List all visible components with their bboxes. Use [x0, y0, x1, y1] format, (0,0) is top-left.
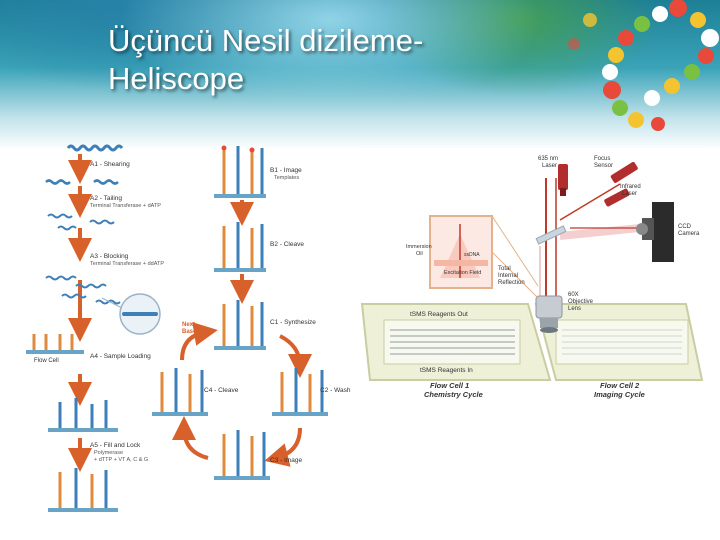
helix-beads — [568, 0, 719, 131]
b2-cleave — [214, 222, 266, 272]
b1-templates — [214, 145, 266, 198]
objective-label2: Objective — [568, 299, 594, 305]
immersion-oil-label: Immersion — [406, 244, 432, 250]
c1-synthesize — [214, 300, 266, 350]
flow-cell-2-sublabel: Imaging Cycle — [594, 390, 645, 399]
flow-cell-1-label: Flow Cell 1 — [430, 381, 469, 390]
tir-label: Total — [498, 266, 511, 272]
laser-635nm — [558, 164, 568, 196]
infrared-laser-label: Infrared — [620, 184, 641, 190]
step-a3-sublabel: Terminal Transferase + ddATP — [90, 261, 164, 267]
a2-tailed-fragments — [47, 213, 115, 231]
ccd-camera — [636, 202, 674, 262]
step-b1-sublabel: Templates — [274, 175, 299, 181]
flow-cell-1-sublabel: Chemistry Cycle — [424, 390, 483, 399]
c2-wash — [272, 368, 328, 416]
ccd-camera-label2: Camera — [678, 231, 700, 237]
sequencing-workflow-diagram: A1 - Shearing A2 - Tailing Terminal Tran… — [26, 144, 351, 512]
flow-cell-2 — [534, 303, 704, 381]
excitation-field-label: Excitation Field — [444, 270, 481, 276]
tir-label3: Reflection — [498, 280, 525, 286]
infrared-laser — [604, 188, 630, 207]
step-c4-label: C4 - Cleave — [204, 387, 239, 394]
step-b2-label: B2 - Cleave — [270, 241, 304, 248]
objective-label3: Lens — [568, 306, 581, 312]
infrared-laser-label2: Laser — [622, 191, 637, 197]
step-b1-label: B1 - Image — [270, 167, 302, 174]
a1-dna-strand — [66, 144, 124, 152]
step-a2-sublabel: Terminal Transferase + dATP — [90, 203, 161, 209]
a5-locked-strands — [48, 468, 118, 512]
heliscope-instrument-diagram: tSMS Reagents Out tSMS Reagents In Flow … — [360, 148, 704, 404]
ccd-camera-label: CCD — [678, 224, 692, 230]
dichroic-mirror — [535, 225, 567, 245]
c4-cleave — [152, 368, 208, 416]
a4-loaded-strands — [48, 398, 118, 432]
focus-sensor-label: Focus — [594, 156, 610, 162]
objective-label: 60X — [568, 292, 579, 298]
c1-to-c2-arrow — [279, 334, 312, 378]
flow-cell-1 — [360, 303, 552, 381]
flow-cell-label: Flow Cell — [34, 358, 59, 364]
magnifier-inset — [101, 293, 161, 335]
laser-635-label2: Laser — [542, 163, 557, 169]
header-background — [0, 0, 720, 150]
tir-inset — [429, 215, 539, 299]
focus-sensor — [610, 161, 638, 183]
laser-635-label: 635 nm — [538, 156, 558, 162]
slide-title: Üçüncü Nesil dizileme- Heliscope — [108, 22, 548, 98]
step-c3-label: C3 - Image — [270, 457, 303, 464]
step-a2-label: A2 - Tailing — [90, 195, 122, 202]
objective-lens — [535, 295, 563, 333]
c3-image — [214, 430, 270, 480]
next-base-label: Next — [182, 322, 195, 328]
a4-flow-cell — [26, 334, 84, 354]
inset-ssdna-label: ssDNA — [464, 252, 480, 258]
a3-blocked-fragments — [45, 275, 121, 305]
a2-fragments — [45, 179, 119, 185]
slide-title-line2: Heliscope — [108, 61, 245, 96]
step-a1-label: A1 - Shearing — [90, 161, 130, 168]
next-base-label2: Base — [182, 329, 197, 335]
focus-sensor-label2: Sensor — [594, 163, 613, 169]
step-c2-label: C2 - Wash — [320, 387, 351, 394]
dna-helix-decoration — [568, 0, 719, 131]
reagents-in-label: tSMS Reagents In — [420, 367, 473, 374]
flow-cell-2-label: Flow Cell 2 — [600, 381, 640, 390]
step-a3-label: A3 - Blocking — [90, 253, 129, 260]
step-a5-label: A5 - Fill and Lock — [90, 442, 141, 449]
step-c1-label: C1 - Synthesize — [270, 319, 316, 326]
c4-to-c1-arrow — [180, 322, 218, 361]
step-a5-sub2: + dTTP + VT A, C & G — [94, 457, 148, 463]
c3-to-c4-arrow — [172, 416, 209, 460]
tir-label2: Internal — [498, 273, 518, 279]
immersion-oil-label2: Oil — [416, 251, 423, 257]
step-a4-label: A4 - Sample Loading — [90, 353, 151, 360]
c2-to-c3-arrow — [264, 427, 302, 467]
reagents-out-label: tSMS Reagents Out — [410, 311, 468, 318]
step-a5-sub1: Polymerase — [94, 450, 123, 456]
slide-title-line1: Üçüncü Nesil dizileme- — [108, 23, 424, 58]
